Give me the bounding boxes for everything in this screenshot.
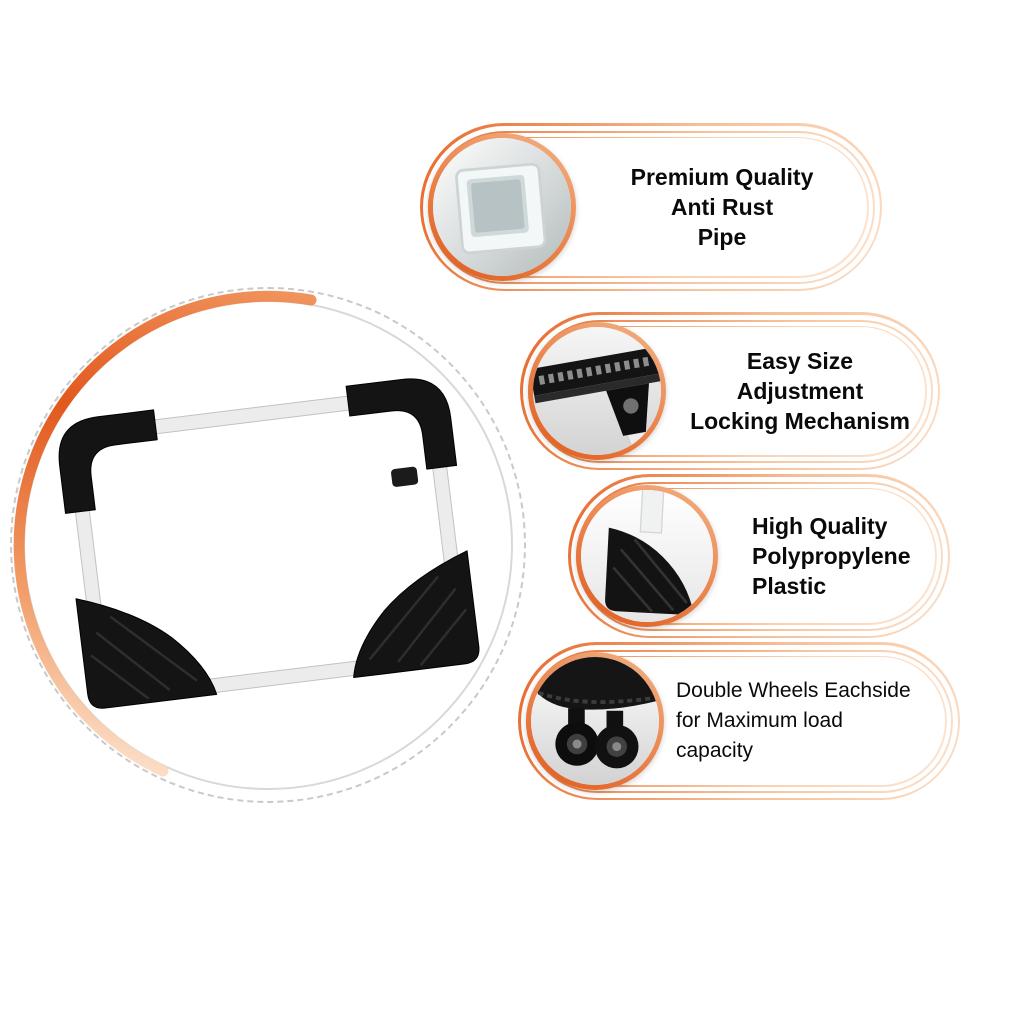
- feature-line: capacity: [676, 739, 754, 762]
- orange-arc: [13, 290, 317, 777]
- feature-line: Double Wheels Eachside: [676, 679, 911, 702]
- feature-photo-frame: [526, 652, 664, 790]
- top-pipe: [144, 394, 360, 436]
- product-photo: [58, 378, 480, 709]
- feature-text: Easy Size Adjustment Locking Mechanism: [676, 346, 924, 436]
- feature-photo-frame: [528, 322, 666, 460]
- feature-text: Premium Quality Anti Rust Pipe: [588, 162, 856, 252]
- double-wheels-photo: [531, 657, 659, 785]
- feature-text: High Quality Polypropylene Plastic: [752, 511, 940, 601]
- corner-bottom-right: [353, 550, 480, 679]
- feature-line: Easy Size: [746, 348, 854, 374]
- feature-pill-polypropylene-plastic: High Quality Polypropylene Plastic: [568, 474, 950, 638]
- corner-top-left: [58, 409, 158, 514]
- feature-pill-double-wheels: Double Wheels Eachside for Maximum load …: [518, 642, 960, 800]
- feature-line: Plastic: [752, 573, 827, 599]
- feature-line: Polypropylene: [752, 543, 911, 569]
- locking-knob: [391, 466, 419, 487]
- feature-line: Pipe: [697, 224, 747, 250]
- feature-photo-frame: [428, 133, 576, 281]
- dashed-ring: [10, 287, 526, 803]
- hero-circle: [10, 287, 526, 803]
- locking-mechanism-photo: [533, 327, 661, 455]
- feature-pill-locking-mechanism: Easy Size Adjustment Locking Mechanism: [520, 312, 940, 470]
- feature-line: Anti Rust: [670, 194, 774, 220]
- feature-pill-anti-rust-pipe: Premium Quality Anti Rust Pipe: [420, 123, 882, 291]
- feature-line: Premium Quality: [630, 164, 814, 190]
- feature-photo-frame: [576, 485, 718, 627]
- square-pipe-photo: [433, 138, 571, 276]
- feature-line: for Maximum load: [676, 709, 843, 732]
- corner-plastic-photo: [581, 490, 713, 622]
- feature-text: Double Wheels Eachside for Maximum load …: [676, 676, 950, 766]
- corner-bottom-left: [75, 598, 218, 709]
- feature-line: Adjustment: [736, 378, 864, 404]
- feature-line: Locking Mechanism: [690, 408, 910, 434]
- feature-line: High Quality: [752, 513, 888, 539]
- corner-top-right: [345, 378, 458, 470]
